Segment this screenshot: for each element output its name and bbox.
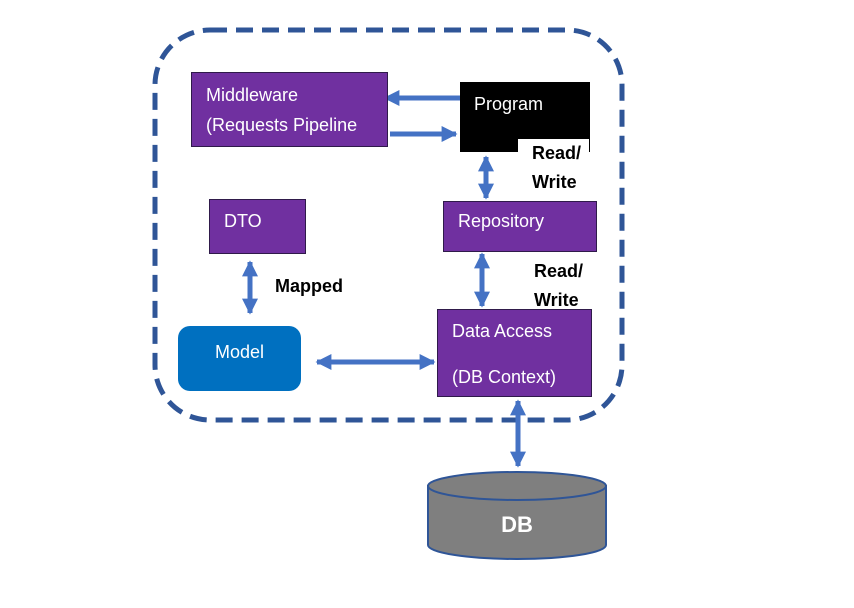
- dto-label: DTO: [224, 211, 262, 231]
- middleware-label-line1: Middleware: [206, 85, 299, 105]
- middleware-label-line2: (Requests Pipeline: [206, 115, 358, 135]
- repository-node: Repository: [443, 201, 597, 252]
- db-cylinder: [427, 471, 607, 560]
- db-label: DB: [501, 512, 533, 537]
- application-boundary: [152, 27, 625, 423]
- data-access-node: Data Access (DB Context): [437, 309, 592, 397]
- data-access-label-line2: (DB Context): [452, 367, 557, 387]
- edge-label-repository-data-access: Read/ Write: [520, 257, 590, 315]
- middleware-node: Middleware (Requests Pipeline: [191, 72, 388, 147]
- edge-label-program-repository: Read/ Write: [518, 139, 590, 197]
- program-label: Program: [474, 94, 544, 114]
- data-access-label-line1: Data Access: [452, 321, 553, 341]
- edge-label-dto-model: Mapped: [275, 276, 344, 296]
- dto-node: DTO: [209, 199, 306, 254]
- model-label: Model: [214, 342, 265, 362]
- model-node: Model: [178, 326, 301, 391]
- repository-label: Repository: [458, 211, 545, 231]
